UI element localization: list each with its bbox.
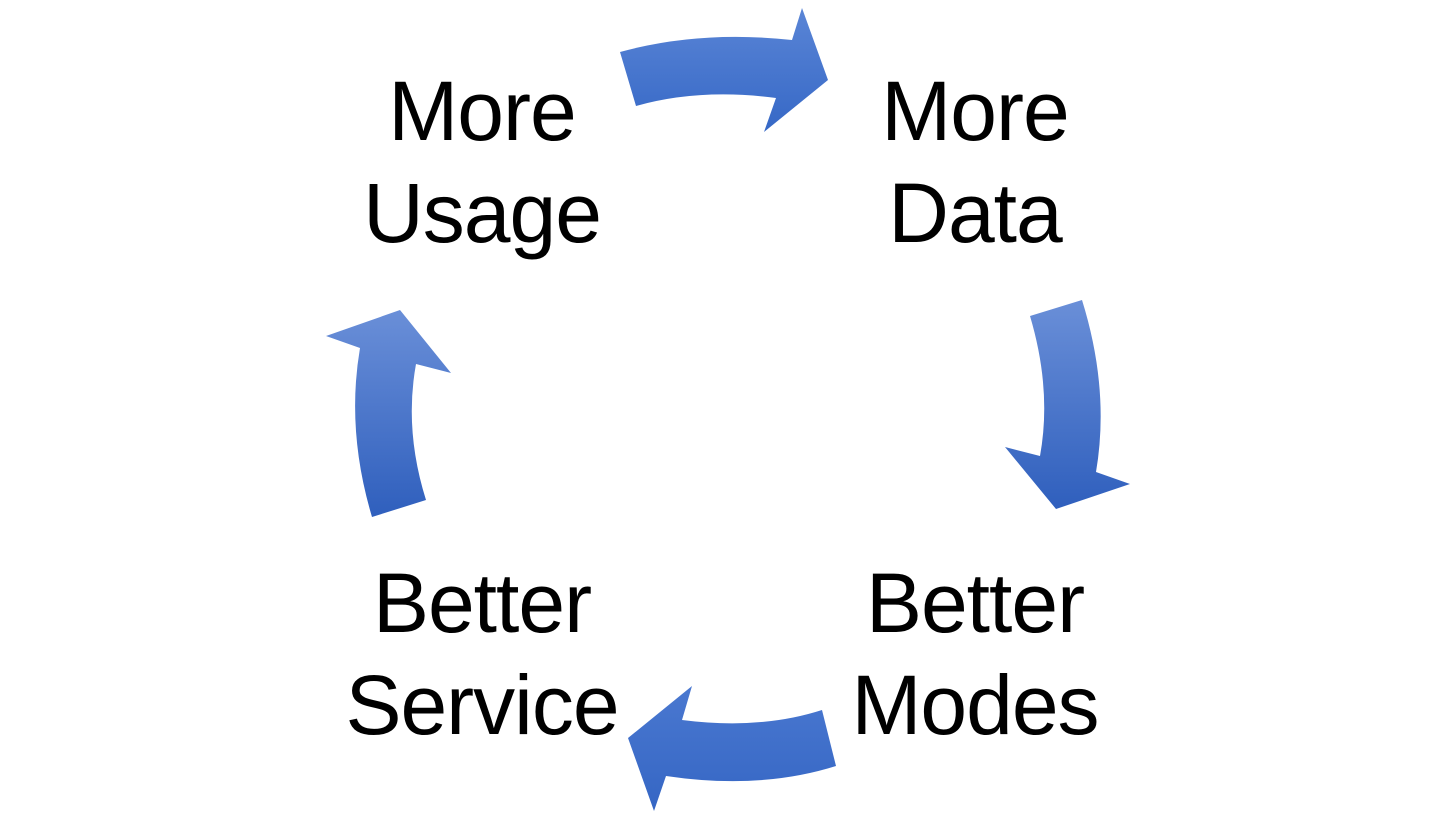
node-more-data: More Data <box>775 60 1175 264</box>
node-more-usage-line-1: More <box>388 64 576 158</box>
arrow-usage-to-data <box>620 8 828 132</box>
node-more-data-line-1: More <box>881 64 1069 158</box>
node-better-modes-line-1: Better <box>865 556 1085 650</box>
node-better-modes-line-2: Modes <box>851 658 1099 752</box>
node-better-service-line-1: Better <box>372 556 592 650</box>
node-more-usage-line-2: Usage <box>363 166 602 260</box>
node-more-usage: More Usage <box>282 60 682 264</box>
arrow-modes-to-service <box>628 686 836 811</box>
node-better-modes: Better Modes <box>775 552 1175 756</box>
arrow-data-to-modes <box>1005 300 1130 509</box>
node-better-service: Better Service <box>282 552 682 756</box>
node-better-service-line-2: Service <box>345 658 619 752</box>
arrow-service-to-usage <box>326 310 451 517</box>
node-more-data-line-2: Data <box>888 166 1062 260</box>
